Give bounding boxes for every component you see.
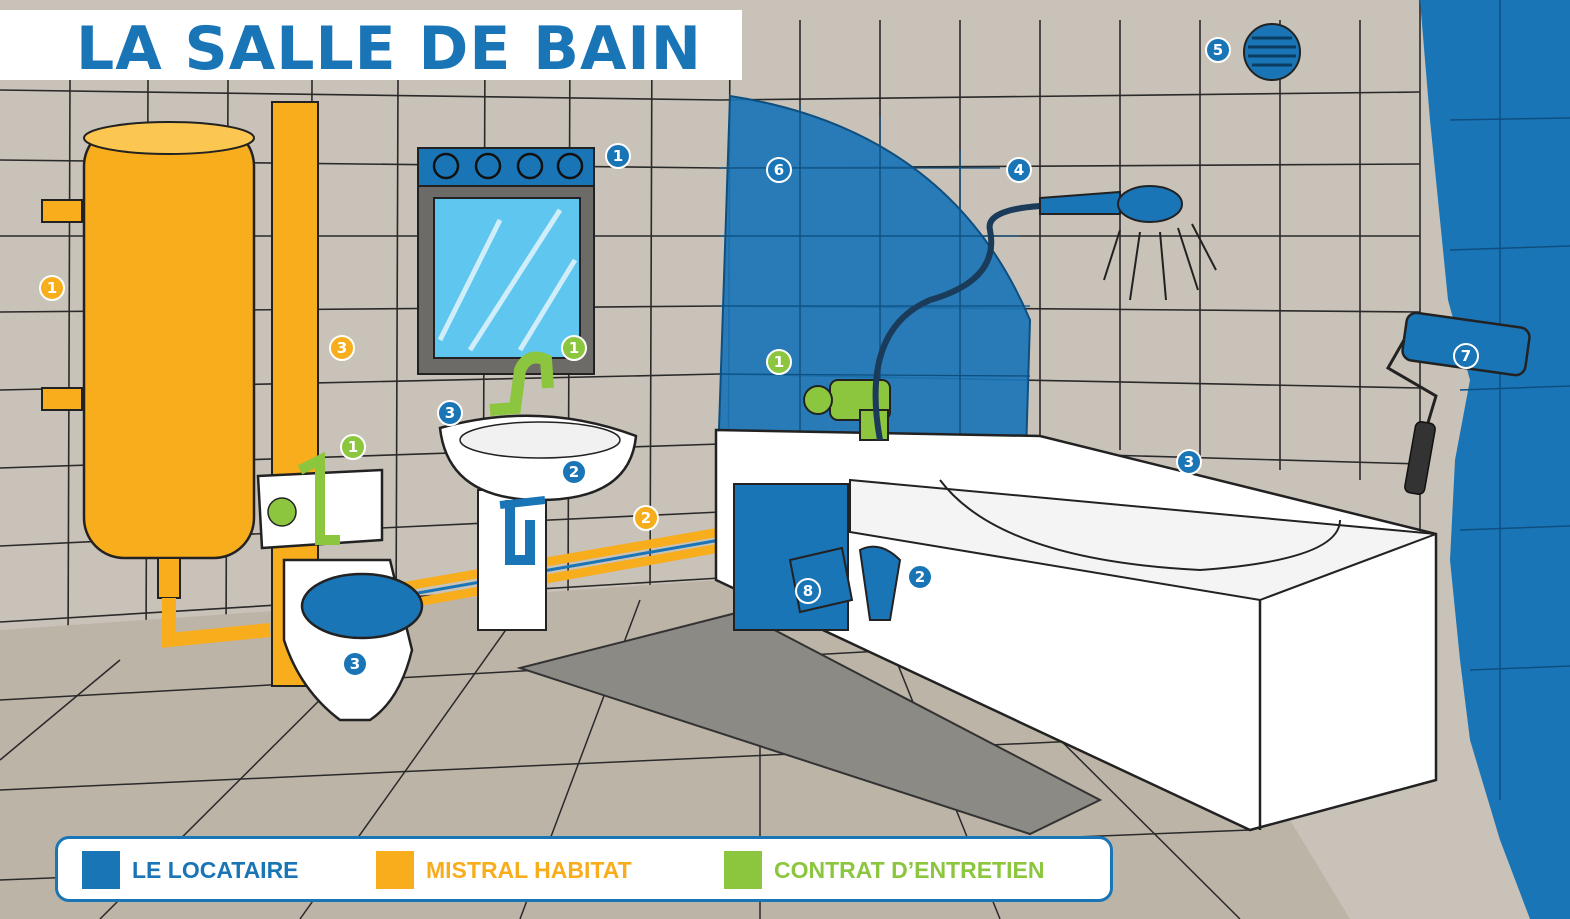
water-heater-marker: 1 — [39, 275, 65, 301]
sink-marker: 3 — [437, 400, 463, 426]
vent-grille-marker: 5 — [1205, 37, 1231, 63]
legend-label-contrat: CONTRAT D’ENTRETIEN — [774, 851, 1044, 889]
page-title: LA SALLE DE BAIN — [76, 16, 702, 82]
bathtub-seal-marker: 3 — [1176, 449, 1202, 475]
toilet-cistern-marker: 1 — [340, 434, 366, 460]
pipe-column-marker: 3 — [329, 335, 355, 361]
supply-pipe-marker: 2 — [633, 505, 659, 531]
legend-swatch-mistral — [376, 851, 414, 889]
sink-faucet-marker: 1 — [561, 335, 587, 361]
paint-roller-marker: 7 — [1453, 343, 1479, 369]
legend-label-mistral: MISTRAL HABITAT — [426, 851, 632, 889]
vent-grille — [1244, 24, 1300, 80]
bath-siphon-marker: 2 — [907, 564, 933, 590]
legend: LE LOCATAIRE MISTRAL HABITAT CONTRAT D’E… — [55, 836, 1113, 902]
legend-swatch-contrat — [724, 851, 762, 889]
bath-mixer-marker: 1 — [766, 349, 792, 375]
title-box: LA SALLE DE BAIN — [0, 10, 742, 80]
bath-drain-marker: 8 — [795, 578, 821, 604]
toilet-seat-marker: 3 — [342, 651, 368, 677]
window-vent-marker: 1 — [605, 143, 631, 169]
legend-label-locataire: LE LOCATAIRE — [132, 851, 299, 889]
shower-screen-marker: 6 — [766, 157, 792, 183]
legend-swatch-locataire — [82, 851, 120, 889]
sink-siphon-marker: 2 — [561, 459, 587, 485]
shower-head-marker: 4 — [1006, 157, 1032, 183]
